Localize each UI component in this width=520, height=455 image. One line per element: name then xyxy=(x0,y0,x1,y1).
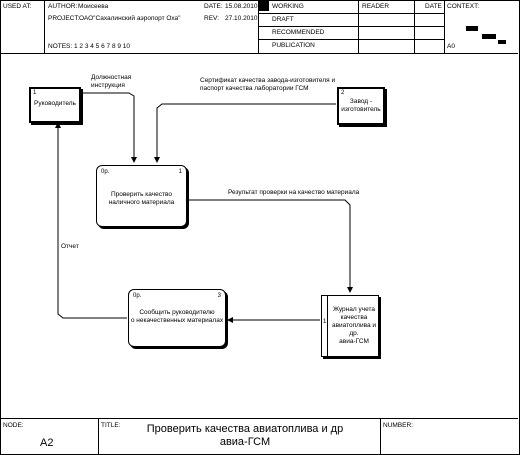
ext2-label: Завод - изготовитель xyxy=(341,98,381,113)
label-result: Результат проверки на качество материала xyxy=(228,189,360,196)
label-report: Отчет xyxy=(61,243,79,250)
process-check-quality: 0р. 1 Проверить качество наличного матер… xyxy=(96,165,187,227)
store-label: Журнал учета качества авиатоплива и др. … xyxy=(331,306,377,345)
recommended-label: RECOMMENDED xyxy=(272,29,325,36)
title-label: TITLE: xyxy=(101,422,121,429)
project-label: PROJECT: xyxy=(48,15,80,22)
store-number: 1 xyxy=(323,319,327,325)
publication-label: PUBLICATION xyxy=(272,42,315,49)
label-instruction: Должностная инструкция xyxy=(91,74,132,89)
proc1-id: 0р. xyxy=(101,169,110,175)
idef-header: USED AT: AUTHOR: Моисеева DATE: 15.08.20… xyxy=(0,0,518,54)
ext1-label: Руководитель xyxy=(34,100,76,107)
proc3-label: Сообщить руководителю о некачественных м… xyxy=(130,309,224,324)
data-store-journal: 1 Журнал учета качества авиатоплива и др… xyxy=(321,295,379,357)
diagram-title: Проверить качества авиатоплива и др авиа… xyxy=(146,423,344,448)
node-value: A2 xyxy=(40,437,54,449)
draft-label: DRAFT xyxy=(272,16,294,23)
proc1-label: Проверить качество наличного материала xyxy=(108,191,175,206)
working-marker xyxy=(259,1,269,11)
notes: NOTES: 1 2 3 4 5 6 7 8 9 10 xyxy=(48,43,131,50)
proc1-number: 1 xyxy=(178,169,182,175)
rev-label: REV: xyxy=(204,15,219,22)
reader-label: READER xyxy=(362,3,390,10)
arrow-certificate xyxy=(154,103,336,163)
used-at-label: USED AT: xyxy=(3,3,32,10)
proc3-id: 0р. xyxy=(133,293,142,299)
date-value: 15.08.2010 xyxy=(225,3,258,10)
proc3-number: 3 xyxy=(217,293,221,299)
process-report-defects: 0р. 3 Сообщить руководителю о некачестве… xyxy=(128,289,226,347)
external-entity-manager: 1 Руководитель xyxy=(29,87,81,123)
number-label: NUMBER: xyxy=(383,422,413,429)
context-node: A0 xyxy=(447,43,455,50)
context-box-1 xyxy=(466,26,478,31)
node-label: NODE: xyxy=(3,422,24,429)
working-label: WORKING xyxy=(272,3,304,10)
author-label: AUTHOR: xyxy=(48,3,78,10)
idef-footer: NODE: A2 TITLE: Проверить качества авиат… xyxy=(0,418,518,454)
date-label: DATE: xyxy=(204,3,223,10)
reader-date-label: DATE xyxy=(425,3,442,10)
author-value: Моисеева xyxy=(78,3,109,10)
context-label: CONTEXT: xyxy=(447,3,480,10)
label-certificate: Сертификат качества завода-изготовителя … xyxy=(200,77,336,92)
external-entity-manufacturer: 2 Завод - изготовитель xyxy=(337,87,385,125)
arrow-instruction xyxy=(81,92,137,163)
context-box-2 xyxy=(482,34,496,39)
arrow-result xyxy=(187,199,353,293)
ext1-number: 1 xyxy=(33,90,37,96)
arrow-report xyxy=(55,122,127,319)
project-value: ОАО"Сахалинский аэропорт Оха" xyxy=(79,15,181,22)
ext2-number: 2 xyxy=(341,90,345,96)
rev-value: 27.10.2010 xyxy=(225,15,258,22)
context-box-3 xyxy=(498,40,506,44)
